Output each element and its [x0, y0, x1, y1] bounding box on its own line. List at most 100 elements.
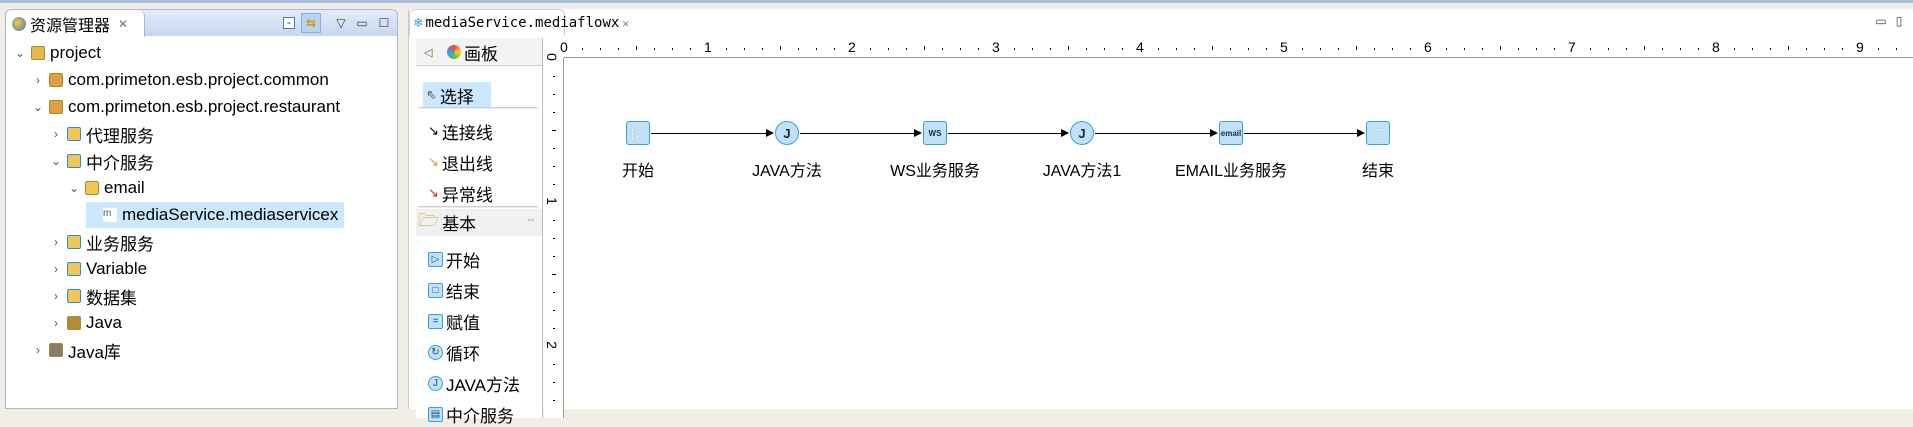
palette-item[interactable]: =赋值 — [428, 308, 480, 334]
ruler-tick — [1392, 48, 1393, 50]
java-node-icon[interactable]: J — [1070, 121, 1094, 145]
tree-item[interactable]: ⌄com.primeton.esb.project.restaurant — [32, 94, 340, 120]
ruler-tick — [1302, 48, 1303, 50]
palette-header — [416, 38, 542, 66]
ruler-tick — [1356, 46, 1357, 50]
ruler-tick — [552, 130, 556, 131]
java-node-icon[interactable]: J — [775, 121, 799, 145]
ruler-tick — [1608, 48, 1609, 50]
tree-item[interactable]: › 代理服务 — [50, 121, 154, 147]
ruler-tick — [1374, 48, 1375, 50]
start-node-icon[interactable]: ▷ — [626, 121, 650, 145]
palette-tool[interactable]: ↘连接线 — [428, 118, 493, 144]
chevron-right-icon[interactable]: › — [54, 235, 58, 249]
connection-line[interactable] — [948, 133, 1063, 134]
palette-group-basic[interactable]: 🗁 基本 ⇔ — [416, 209, 542, 236]
tree-item-label: Java — [86, 313, 122, 332]
business-service-folder-icon — [67, 235, 81, 249]
palette-tool[interactable]: ↘退出线 — [428, 149, 493, 175]
ruler-label: 1 — [543, 197, 560, 205]
ruler-tick — [1176, 48, 1177, 50]
connection-line[interactable] — [800, 133, 916, 134]
link-with-editor-button[interactable]: ⇆ — [301, 13, 321, 33]
close-icon[interactable]: ✕ — [118, 16, 129, 31]
palette-title: 画板 — [464, 44, 498, 64]
end-node-icon[interactable]: □ — [1366, 121, 1390, 145]
chevron-down-icon[interactable]: ⌄ — [50, 154, 62, 168]
ruler-tick — [553, 328, 555, 329]
ruler-tick — [978, 48, 979, 50]
minimize-icon: ▭ — [356, 16, 368, 30]
tree-item[interactable]: ⌄ project — [14, 40, 101, 66]
ruler-label: 3 — [992, 39, 1000, 55]
chevron-down-icon[interactable]: ⌄ — [68, 181, 80, 195]
tree-item[interactable]: ›Java库 — [32, 337, 121, 363]
palette-tool[interactable]: ↘异常线 — [428, 180, 493, 206]
close-icon[interactable]: ✕ — [622, 16, 629, 30]
tree-item-label: 代理服务 — [86, 126, 154, 146]
connection-line[interactable] — [1244, 133, 1359, 134]
tree-item-label: mediaService.mediaservicex — [122, 205, 339, 224]
ruler-tick — [672, 48, 673, 50]
tab-resource-explorer[interactable]: 资源管理器 ✕ — [6, 10, 145, 37]
chevron-down-icon[interactable]: ⌄ — [32, 100, 44, 114]
tree-item[interactable]: ›com.primeton.esb.project.common — [32, 67, 329, 93]
palette-header-row[interactable]: ◁ 画板 — [424, 39, 498, 65]
link-icon: ⇆ — [305, 16, 317, 30]
variable-folder-icon — [67, 262, 81, 276]
node-label: JAVA方法1 — [1042, 163, 1122, 180]
connection-line[interactable] — [1095, 133, 1212, 134]
chevron-right-icon[interactable]: › — [36, 73, 40, 87]
maximize-button[interactable]: ☐ — [374, 13, 394, 33]
ruler-tick — [1230, 48, 1231, 50]
tree-item[interactable]: ⌄中介服务 — [50, 148, 154, 174]
palette-item[interactable]: ▤中介服务 — [428, 401, 514, 427]
chevron-right-icon[interactable]: › — [36, 343, 40, 357]
ruler-tick — [1482, 48, 1483, 50]
connection-line[interactable] — [651, 133, 768, 134]
resource-explorer-panel: 资源管理器 ✕ - ⇆ ▽ ▭ ☐ ⌄ project ›com.primeton.… — [5, 9, 398, 409]
tree-item-label: project — [50, 43, 102, 62]
tree-item[interactable]: ⌄email — [68, 175, 145, 201]
tree-item[interactable]: ›数据集 — [50, 283, 137, 309]
tree-item[interactable]: ›Variable — [50, 256, 147, 282]
palette-item-label: JAVA方法 — [446, 375, 520, 395]
view-menu-button[interactable]: ▽ — [331, 13, 351, 33]
pin-icon[interactable]: ⇔ — [526, 214, 536, 225]
editor-minimize-button[interactable]: ▭ — [1871, 11, 1891, 31]
ruler-label: 0 — [543, 53, 560, 61]
java-library-icon — [49, 343, 63, 357]
arrow-head-icon — [766, 129, 774, 137]
chevron-right-icon[interactable]: › — [54, 316, 58, 330]
ruler-tick — [1662, 48, 1663, 50]
chevron-down-icon[interactable]: ⌄ — [14, 46, 26, 60]
ruler-tick — [1500, 46, 1501, 50]
palette-item[interactable]: ↻循环 — [428, 339, 480, 365]
ruler-label: 0 — [560, 39, 568, 55]
palette-item-label: 开始 — [446, 251, 480, 271]
tree-item[interactable]: ›业务服务 — [50, 229, 154, 255]
chevron-down-icon: ▽ — [336, 16, 346, 30]
proxy-service-folder-icon — [67, 127, 81, 141]
tab-mediaflowx[interactable]: ❄ mediaService.mediaflowx ✕ — [409, 9, 629, 36]
palette-item[interactable]: □结束 — [428, 277, 480, 303]
palette-tool-label: 退出线 — [441, 154, 493, 174]
collapse-all-button[interactable]: - — [279, 13, 299, 33]
tree-item[interactable]: › Java — [50, 310, 122, 336]
ws-node-icon[interactable]: WS — [923, 121, 947, 145]
palette-tool[interactable]: ⇖选择 — [423, 82, 491, 108]
email-node-icon[interactable]: email — [1219, 121, 1243, 145]
palette-item[interactable]: ▷开始 — [428, 246, 480, 272]
ruler-tick — [780, 46, 781, 50]
collapse-palette-icon[interactable]: ◁ — [424, 46, 433, 59]
chevron-right-icon[interactable]: › — [54, 127, 58, 141]
ruler-label: 9 — [1856, 39, 1864, 55]
chevron-right-icon[interactable]: › — [54, 262, 58, 276]
ruler-label: 4 — [1136, 39, 1144, 55]
chevron-right-icon[interactable]: › — [54, 289, 58, 303]
minimize-button[interactable]: ▭ — [352, 13, 372, 33]
editor-maximize-button[interactable]: ▯ — [1889, 11, 1909, 31]
